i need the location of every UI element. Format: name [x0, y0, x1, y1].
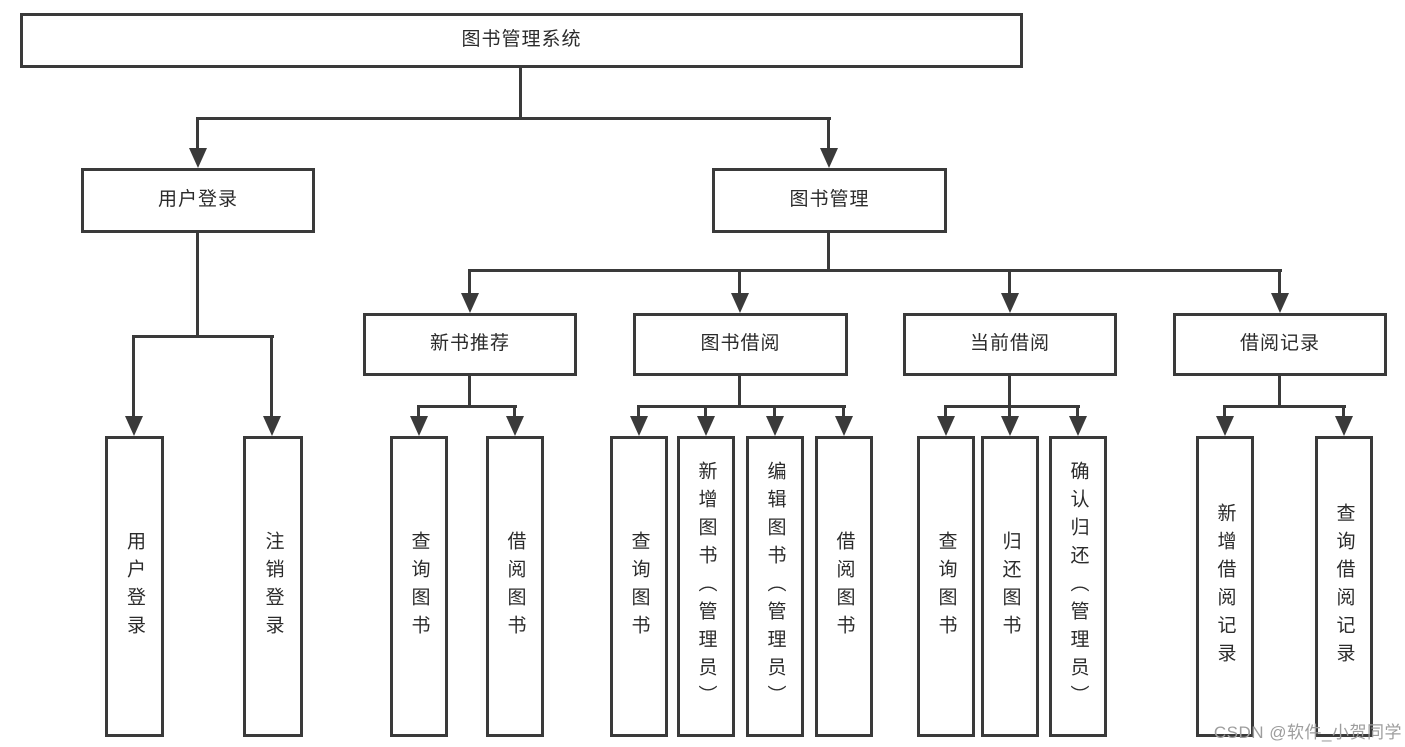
connector-parent-stub	[196, 233, 199, 338]
connector-arrow-shaft	[132, 336, 135, 418]
connector-arrow-shaft	[417, 406, 420, 418]
connector-arrowhead-down	[835, 416, 853, 436]
connector-arrow-shaft	[468, 270, 471, 295]
node-borrow-books: 借阅图书	[815, 436, 873, 737]
connector-arrow-shaft	[773, 406, 776, 418]
node-query-borrow-record: 查询借阅记录	[1315, 436, 1373, 737]
connector-elbow-bar	[1223, 405, 1346, 408]
connector-arrow-shaft	[1223, 406, 1226, 418]
connector-elbow-bar	[417, 405, 517, 408]
node-confirm-return-admin: 确认归还（管理员）	[1049, 436, 1107, 737]
connector-arrowhead-down	[461, 293, 479, 313]
connector-arrowhead-down	[1216, 416, 1234, 436]
connector-arrowhead-down	[263, 416, 281, 436]
node-book-management: 图书管理	[712, 168, 947, 233]
node-logout: 注销登录	[243, 436, 303, 737]
connector-parent-stub	[827, 233, 830, 272]
node-edit-books-admin: 编辑图书（管理员）	[746, 436, 804, 737]
connector-arrowhead-down	[1001, 416, 1019, 436]
connector-arrowhead-down	[630, 416, 648, 436]
connector-arrowhead-down	[937, 416, 955, 436]
connector-arrow-shaft	[704, 406, 707, 418]
connector-parent-stub	[1278, 376, 1281, 408]
connector-parent-stub	[519, 68, 522, 120]
connector-arrowhead-down	[189, 148, 207, 168]
connector-arrowhead-down	[820, 148, 838, 168]
connector-arrow-shaft	[637, 406, 640, 418]
connector-arrowhead-down	[125, 416, 143, 436]
node-add-books-admin: 新增图书（管理员）	[677, 436, 735, 737]
connector-arrowhead-down	[1069, 416, 1087, 436]
connector-arrow-shaft	[270, 336, 273, 418]
node-user-login: 用户登录	[81, 168, 315, 233]
connector-arrowhead-down	[1001, 293, 1019, 313]
connector-arrow-shaft	[827, 118, 830, 150]
connector-arrowhead-down	[697, 416, 715, 436]
connector-arrow-shaft	[1008, 406, 1011, 418]
node-query-books-borrowing: 查询图书	[610, 436, 668, 737]
connector-arrow-shaft	[513, 406, 516, 418]
node-book-borrowing: 图书借阅	[633, 313, 848, 376]
connector-arrow-shaft	[842, 406, 845, 418]
connector-elbow-bar	[132, 335, 274, 338]
node-return-books: 归还图书	[981, 436, 1039, 737]
connector-arrow-shaft	[196, 118, 199, 150]
connector-arrow-shaft	[1076, 406, 1079, 418]
connector-arrow-shaft	[1278, 270, 1281, 295]
node-user-login-leaf: 用户登录	[105, 436, 164, 737]
connector-arrowhead-down	[1335, 416, 1353, 436]
csdn-watermark: CSDN @软件_小贺同学	[1213, 723, 1402, 742]
connector-arrow-shaft	[1008, 270, 1011, 295]
connector-arrow-shaft	[738, 270, 741, 295]
node-new-book-recommend: 新书推荐	[363, 313, 577, 376]
connector-arrowhead-down	[731, 293, 749, 313]
connector-arrowhead-down	[1271, 293, 1289, 313]
connector-elbow-bar	[637, 405, 846, 408]
connector-elbow-bar	[944, 405, 1080, 408]
node-query-books-current: 查询图书	[917, 436, 975, 737]
connector-arrow-shaft	[944, 406, 947, 418]
node-library-system: 图书管理系统	[20, 13, 1023, 68]
node-borrow-books-recommend: 借阅图书	[486, 436, 544, 737]
connector-parent-stub	[738, 376, 741, 408]
node-current-borrowing: 当前借阅	[903, 313, 1117, 376]
node-borrowing-records: 借阅记录	[1173, 313, 1387, 376]
connector-parent-stub	[1008, 376, 1011, 408]
connector-arrowhead-down	[410, 416, 428, 436]
connector-arrowhead-down	[766, 416, 784, 436]
node-query-books-recommend: 查询图书	[390, 436, 448, 737]
connector-elbow-bar	[468, 269, 1282, 272]
connector-parent-stub	[468, 376, 471, 408]
connector-arrow-shaft	[1342, 406, 1345, 418]
connector-elbow-bar	[196, 117, 831, 120]
connector-arrowhead-down	[506, 416, 524, 436]
node-add-borrow-record: 新增借阅记录	[1196, 436, 1254, 737]
